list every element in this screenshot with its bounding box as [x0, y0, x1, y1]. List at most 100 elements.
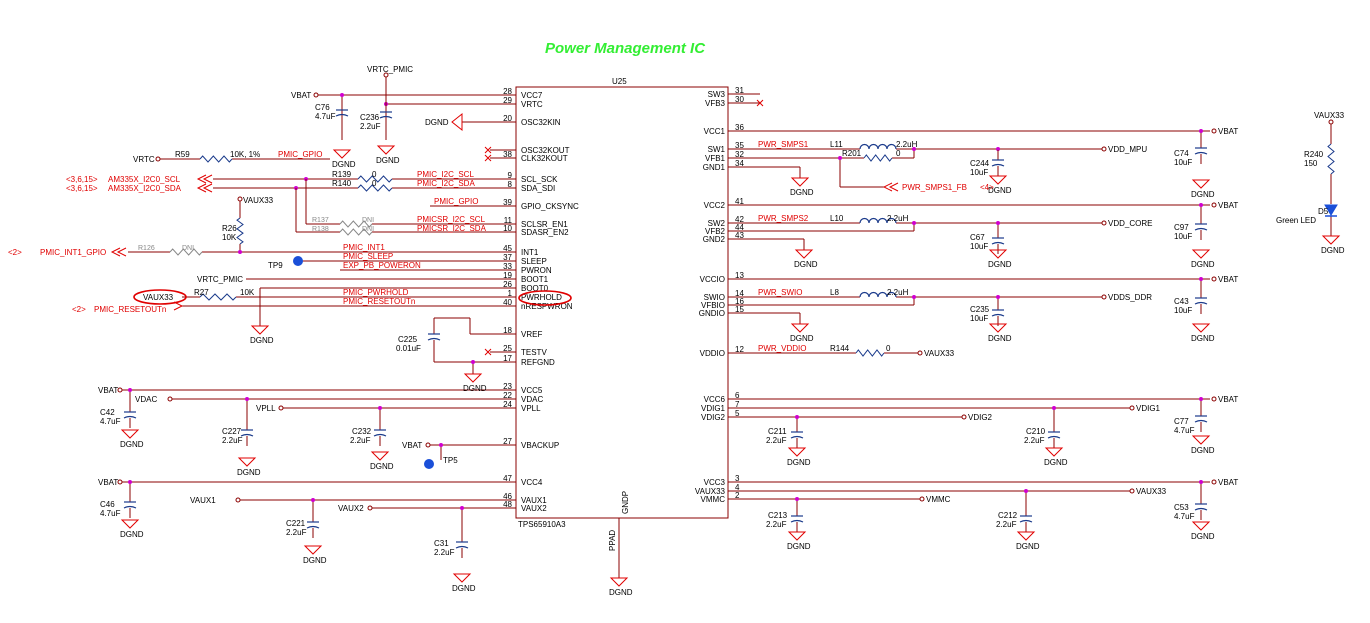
pin-num-left: 38: [503, 150, 512, 159]
pin-name-left: SCLSR_EN1: [521, 220, 568, 229]
ground-label: DGND: [790, 188, 814, 197]
pin-num-left: 18: [503, 326, 512, 335]
comp-val-r139: 0: [372, 170, 377, 179]
sig-pmic-i2c-sda: PMIC_I2C_SDA: [417, 179, 475, 188]
comp-val-c76: 4.7uF: [315, 112, 336, 121]
pin-name-right: VDDIO: [700, 349, 725, 358]
pin-name-left: VBACKUP: [521, 441, 559, 450]
pin-num-left: 11: [504, 216, 513, 225]
pin-num-left: 19: [503, 271, 512, 280]
pin-num-right: 5: [735, 409, 740, 418]
net-vmmc: VMMC: [926, 495, 951, 504]
ground-icon: [120, 519, 140, 529]
offpage-arrow-icon: [882, 182, 899, 192]
capacitor-icon: [991, 313, 1005, 317]
ground-icon: [237, 457, 257, 467]
capacitor-icon: [306, 525, 320, 529]
ground-label: DGND: [332, 160, 356, 169]
resistor-group: [169, 143, 1335, 357]
net-vbat-vcc5: VBAT: [98, 386, 118, 395]
ground-icon: [988, 323, 1008, 333]
pin-gndp: GNDP: [621, 491, 630, 514]
ground-icon: [120, 429, 140, 439]
ground-icon: [332, 149, 352, 159]
comp-val-c77: 4.7uF: [1174, 426, 1195, 435]
comp-ref-c236: C236: [360, 113, 380, 122]
capacitor-icon: [790, 519, 804, 523]
comp-val-c31: 2.2uF: [434, 548, 455, 557]
comp-ref-c211: C211: [768, 427, 787, 436]
ground-label: DGND: [988, 186, 1012, 195]
comp-ref-c225: C225: [398, 335, 418, 344]
net-vbat-vcc2: VBAT: [1218, 201, 1238, 210]
pin-name-right: SW2: [708, 219, 726, 228]
ground-label: DGND: [1191, 532, 1215, 541]
ground-label: DGND: [1191, 260, 1215, 269]
pin-num-left: 27: [503, 437, 512, 446]
comp-ref-c244: C244: [970, 159, 990, 168]
comp-val-r137: DNI: [362, 217, 374, 224]
inductor-icon: [859, 143, 897, 150]
pin-name-left: VAUX1: [521, 496, 547, 505]
sig-pwr-smps2: PWR_SMPS2: [758, 214, 809, 223]
pin-name-right: VAUX33: [695, 487, 726, 496]
offpage-reset-ref: <2>: [72, 305, 86, 314]
tp9-testpoint[interactable]: [293, 256, 303, 266]
capacitor-icon: [123, 415, 137, 419]
comp-val-r240: 150: [1304, 159, 1318, 168]
resistor-icon: [1327, 143, 1335, 175]
sig-pmic-i2c-scl: PMIC_I2C_SCL: [417, 170, 474, 179]
ground-icon: [370, 451, 390, 461]
ground-label: DGND: [794, 260, 818, 269]
ground-icon: [988, 175, 1008, 185]
pin-name-right: VFB3: [705, 99, 726, 108]
net-vbat-vcc3: VBAT: [1218, 478, 1238, 487]
comp-val-c67: 10uF: [970, 242, 988, 251]
ground-label: DGND: [1016, 542, 1040, 551]
ic-pins-left: VCC728VRTC29OSC32KIN20OSC32KOUTCLK32KOUT…: [503, 87, 579, 513]
comp-ref-d5: D5: [1318, 207, 1329, 216]
ic-body[interactable]: [515, 86, 729, 519]
ic-part: TPS65910A3: [518, 520, 566, 529]
ground-icon: [376, 145, 396, 155]
capacitor-icon: [455, 545, 469, 549]
net-vbat-backup: VBAT: [402, 441, 422, 450]
pin-name-right: SWIO: [704, 293, 725, 302]
pin-name-right: VCCIO: [700, 275, 725, 284]
resistor-icon: [855, 349, 885, 357]
capacitor-icon: [427, 337, 441, 341]
offpage-scl[interactable]: AM335X_I2C0_SCL: [108, 175, 181, 184]
net-vdd-mpu: VDD_MPU: [1108, 145, 1147, 154]
net-vaux33-r26: VAUX33: [243, 196, 274, 205]
comp-val-l10: 2.2uH: [887, 214, 909, 223]
ground-icon: [250, 325, 270, 335]
offpage-int1[interactable]: PMIC_INT1_GPIO: [40, 248, 106, 257]
pin-num-right: 7: [735, 400, 740, 409]
offpage-sda[interactable]: AM335X_I2C0_SDA: [108, 184, 182, 193]
comp-ref-c53: C53: [1174, 503, 1189, 512]
pin-num-left: 29: [503, 96, 512, 105]
comp-val-c211: 2.2uF: [766, 436, 787, 445]
capacitor-icon: [991, 163, 1005, 167]
tp5-testpoint[interactable]: [424, 459, 434, 469]
capacitor-icon: [335, 113, 349, 117]
comp-ref-c31: C31: [434, 539, 449, 548]
net-vaux33-right: VAUX33: [1136, 487, 1167, 496]
pin-name-left: SLEEP: [521, 257, 547, 266]
offpage-arrow-icon: [173, 301, 184, 311]
sig-pmicsr-scl: PMICSR_I2C_SCL: [417, 215, 486, 224]
pin-num-left: 17: [503, 354, 512, 363]
comp-ref-c76: C76: [315, 103, 330, 112]
sig-pmic-sleep: PMIC_SLEEP: [343, 252, 393, 261]
offpage-reset[interactable]: PMIC_RESETOUTn: [94, 305, 166, 314]
ground-label: DGND: [1191, 190, 1215, 199]
capacitor-icon: [373, 433, 387, 437]
pin-num-right: 31: [735, 86, 744, 95]
comp-val-d5: Green LED: [1276, 216, 1316, 225]
sig-pmic-pwrhold: PMIC_PWRHOLD: [343, 288, 409, 297]
ground-label: DGND: [1191, 334, 1215, 343]
comp-ref-r27: R27: [194, 288, 209, 297]
led-diode-icon: [1324, 204, 1338, 216]
